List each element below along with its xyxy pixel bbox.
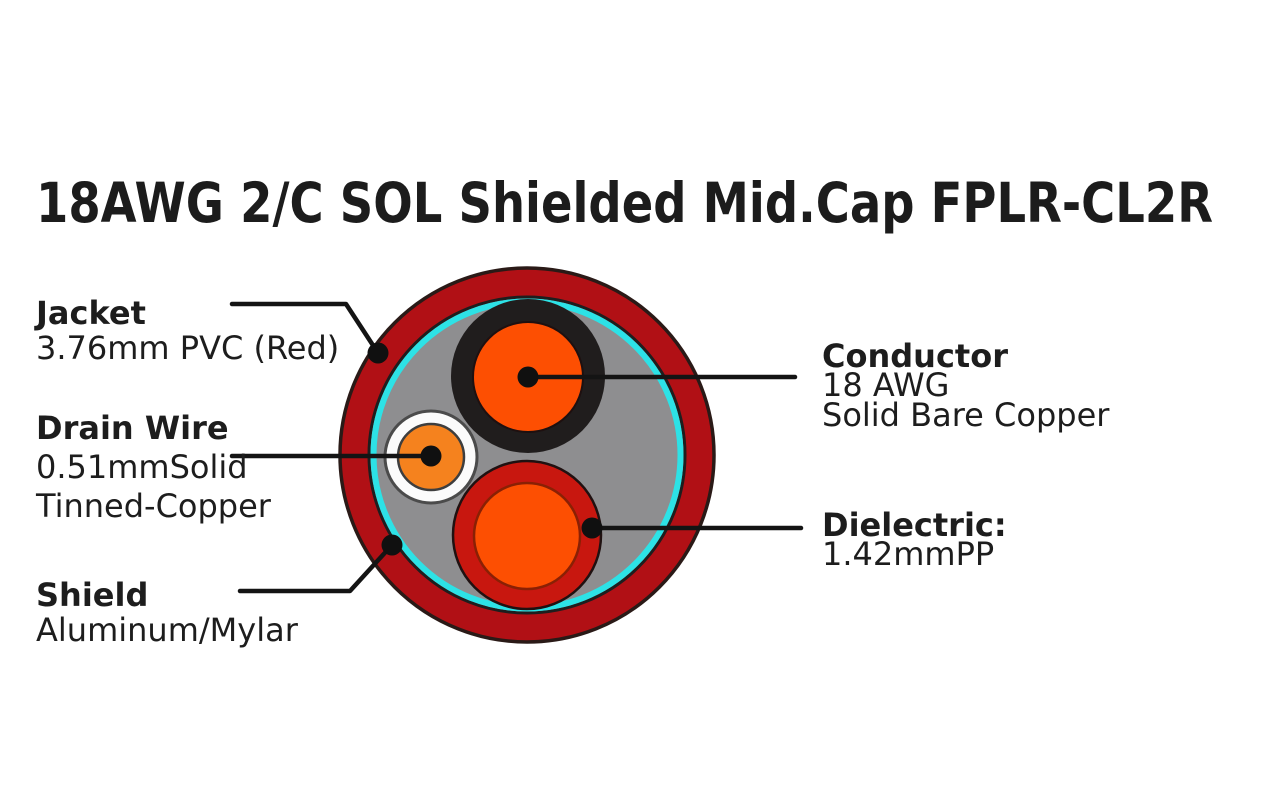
jacket-label-spec: 3.76mm PVC (Red)	[36, 329, 339, 367]
shield-label-title: Shield	[36, 576, 148, 614]
conductor-label-spec-2: Solid Bare Copper	[822, 396, 1110, 434]
conductor-bottom	[472, 481, 582, 591]
dielectric-marker-dot	[581, 517, 603, 539]
shield-label-spec: Aluminum/Mylar	[36, 611, 299, 649]
conductor-label-title: Conductor	[822, 337, 1008, 375]
shield-marker-dot	[381, 534, 403, 556]
dielectric-label-spec: 1.42mmPP	[822, 535, 994, 573]
dielectric-label-title: Dielectric:	[822, 506, 1007, 544]
callout-leaders	[229, 301, 804, 594]
jacket-leader-line	[229, 301, 381, 356]
diagram-title: 18AWG 2/C SOL Shielded Mid.Cap FPLR-CL2R	[36, 171, 1213, 235]
conductor-marker-dot	[517, 366, 539, 388]
left-callouts: Jacket 3.76mm PVC (Red) Drain Wire 0.51m…	[34, 294, 339, 649]
drain-wire-marker-dot	[420, 445, 442, 467]
conductor-label-spec-1: 18 AWG	[822, 366, 949, 404]
shield-leader-line	[237, 542, 395, 594]
jacket-label-title: Jacket	[34, 294, 146, 332]
right-callouts: Conductor 18 AWG Solid Bare Copper Diele…	[822, 337, 1110, 573]
jacket-marker-dot	[367, 342, 389, 364]
drain-wire-label-spec-1: 0.51mmSolid	[36, 448, 248, 486]
drain-wire-label-spec-2: Tinned-Copper	[35, 487, 272, 525]
drain-wire-label-title: Drain Wire	[36, 409, 229, 447]
